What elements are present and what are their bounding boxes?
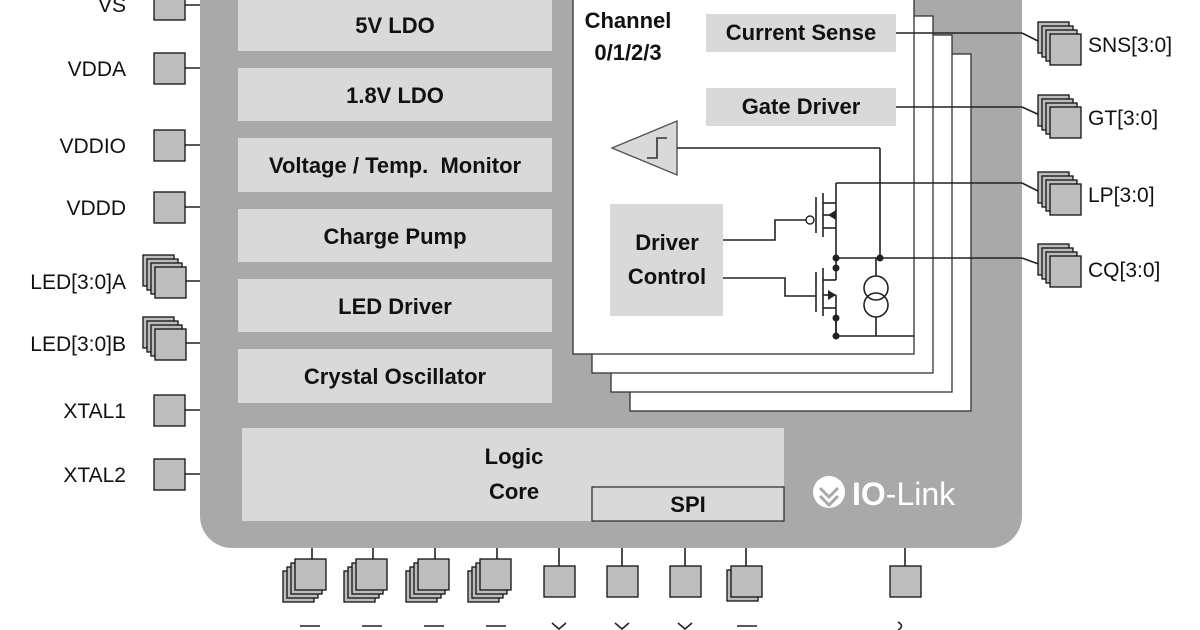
bottom-pin-8 xyxy=(726,548,763,627)
channel-title-2: 0/1/2/3 xyxy=(594,40,661,65)
io-link-logo-icon xyxy=(813,476,845,508)
pin-vs-label: VS xyxy=(98,0,126,17)
left-pins: VS VDDA VDDIO VDDD LED[3:0]A xyxy=(30,0,200,491)
block-led-driver xyxy=(238,279,552,332)
current-sense-block xyxy=(706,14,896,52)
pin-gt-label: GT[3:0] xyxy=(1088,107,1158,130)
block-5v-ldo-label: 5V LDO xyxy=(355,13,434,38)
io-link-logo: IO-Link xyxy=(813,476,956,512)
pin-lp-pad xyxy=(1049,183,1082,216)
pin-lp-label: LP[3:0] xyxy=(1088,184,1155,207)
pin-led-a: LED[3:0]A xyxy=(30,254,200,299)
pin-xtal1-pad xyxy=(153,394,186,427)
driver-control-label-1: Driver xyxy=(635,230,699,255)
bottom-pin-5 xyxy=(543,548,576,630)
pin-vs: VS xyxy=(98,0,200,21)
pin-xtal1-label: XTAL1 xyxy=(63,400,126,423)
channel-content: Channel 0/1/2/3 Current Sense Gate Drive… xyxy=(585,8,914,340)
driver-control-label-2: Control xyxy=(628,264,706,289)
block-charge-pump-label: Charge Pump xyxy=(323,224,466,249)
logic-core-label-2: Core xyxy=(489,479,539,504)
bottom-pin-7 xyxy=(669,548,702,630)
pin-xtal1: XTAL1 xyxy=(63,394,200,427)
pin-xtal2-label: XTAL2 xyxy=(63,464,126,487)
pin-cq-label: CQ[3:0] xyxy=(1088,259,1160,282)
gate-driver-block xyxy=(706,88,896,126)
block-voltage-temp-monitor xyxy=(238,138,552,192)
current-sense-label: Current Sense xyxy=(726,20,876,45)
pin-led-b: LED[3:0]B xyxy=(30,316,200,361)
block-crystal-oscillator xyxy=(238,349,552,403)
channel-title-1: Channel xyxy=(585,8,672,33)
block-voltage-temp-monitor-label: Voltage / Temp. Monitor xyxy=(269,153,522,178)
pin-sns-pad xyxy=(1049,33,1082,66)
right-pins: SNS[3:0] GT[3:0] LP[3:0] CQ[3:0] xyxy=(914,21,1172,288)
pin-led-b-pad xyxy=(154,328,187,361)
bottom-pin-2 xyxy=(343,548,388,627)
pin-lp: LP[3:0] xyxy=(1021,171,1155,216)
spi-block xyxy=(591,486,785,522)
pin-sns-label: SNS[3:0] xyxy=(1088,34,1172,57)
bottom-pin-9 xyxy=(889,548,922,630)
pin-cq: CQ[3:0] xyxy=(1021,243,1160,288)
current-source-icon xyxy=(835,257,914,337)
bottom-pins xyxy=(282,548,922,630)
pin-led-a-label: LED[3:0]A xyxy=(30,271,126,294)
pin-led-b-label: LED[3:0]B xyxy=(30,333,126,356)
pin-vddd-label: VDDD xyxy=(66,197,126,220)
logic-core-label-1: Logic xyxy=(485,444,544,469)
pin-vdda-label: VDDA xyxy=(68,58,126,81)
pin-vdda-pad xyxy=(153,52,186,85)
block-5v-ldo xyxy=(238,0,552,51)
bottom-pin-1 xyxy=(282,548,327,627)
gate-driver-label: Gate Driver xyxy=(742,94,861,119)
pin-xtal2: XTAL2 xyxy=(63,458,200,491)
pin-sns: SNS[3:0] xyxy=(1021,21,1172,66)
logic-core: Logic Core SPI xyxy=(242,428,785,522)
bottom-pin-3 xyxy=(405,548,450,627)
pin-vddd: VDDD xyxy=(66,191,200,224)
comparator-icon xyxy=(610,119,881,258)
pin-vddio-label: VDDIO xyxy=(59,135,126,158)
pin-xtal2-pad xyxy=(153,458,186,491)
pin-gt-pad xyxy=(1049,106,1082,139)
block-1v8-ldo xyxy=(238,68,552,121)
pin-led-a-pad xyxy=(154,266,187,299)
block-crystal-oscillator-label: Crystal Oscillator xyxy=(304,364,487,389)
pin-vdda: VDDA xyxy=(68,52,200,85)
io-link-logo-text: IO-Link xyxy=(852,476,956,512)
pin-vddio-pad xyxy=(153,129,186,162)
pin-cq-pad xyxy=(1049,255,1082,288)
junction-dots xyxy=(832,254,884,340)
bottom-pin-6 xyxy=(606,548,639,630)
pin-vddio: VDDIO xyxy=(59,129,200,162)
block-led-driver-label: LED Driver xyxy=(338,294,452,319)
pin-gt: GT[3:0] xyxy=(1021,94,1158,139)
block-1v8-ldo-label: 1.8V LDO xyxy=(346,83,444,108)
spi-label: SPI xyxy=(670,492,705,517)
pin-vs-pad xyxy=(153,0,186,21)
bottom-pin-4 xyxy=(467,548,512,627)
driver-control-block xyxy=(610,204,723,316)
pin-vddd-pad xyxy=(153,191,186,224)
block-charge-pump xyxy=(238,209,552,262)
function-blocks: 5V LDO 1.8V LDO Voltage / Temp. Monitor … xyxy=(238,0,552,403)
